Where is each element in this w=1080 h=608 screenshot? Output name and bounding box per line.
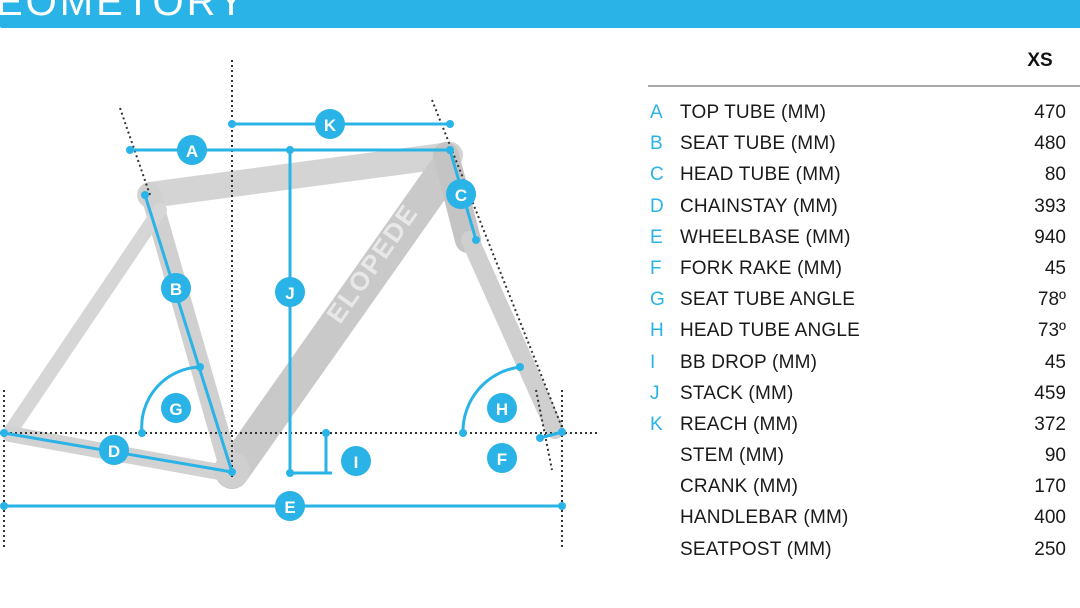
table-row: G SEAT TUBE ANGLE 78º <box>650 284 1080 315</box>
frame-seat-stay <box>3 203 167 439</box>
row-value: 45 <box>1044 351 1066 373</box>
row-label: CHAINSTAY (MM) <box>680 195 838 217</box>
row-value: 73º <box>1037 320 1066 342</box>
row-letter: A <box>650 102 663 123</box>
table-row: K REACH (MM) 372 <box>650 409 1080 440</box>
row-letter: H <box>650 320 664 342</box>
measurement-endpoints <box>0 120 566 510</box>
table-row: A TOP TUBE (MM) 470 <box>650 97 1080 128</box>
row-letter: E <box>650 226 663 248</box>
row-letter: B <box>650 133 663 155</box>
row-value: 400 <box>1034 507 1066 529</box>
frame-down-tube <box>215 153 462 489</box>
svg-text:G: G <box>169 400 182 419</box>
row-value: 170 <box>1034 476 1066 498</box>
row-letter: G <box>650 289 665 311</box>
svg-text:I: I <box>354 453 359 472</box>
table-row: D CHAINSTAY (MM) 393 <box>650 191 1080 222</box>
row-value: 45 <box>1044 257 1066 279</box>
row-letter: I <box>650 351 656 373</box>
marker-a: A <box>177 135 207 165</box>
svg-text:J: J <box>285 284 294 303</box>
table-row: H HEAD TUBE ANGLE 73º <box>650 315 1080 346</box>
svg-text:E: E <box>284 498 295 517</box>
row-value: 372 <box>1034 413 1066 435</box>
marker-k: K <box>315 109 345 139</box>
svg-text:D: D <box>108 442 120 461</box>
svg-text:C: C <box>455 186 467 205</box>
table-row: F FORK RAKE (MM) 45 <box>650 253 1080 284</box>
row-label: CRANK (MM) <box>680 476 799 498</box>
row-label: HANDLEBAR (MM) <box>680 507 849 529</box>
table-row: B SEAT TUBE (MM) 480 <box>650 128 1080 159</box>
svg-text:A: A <box>186 142 198 161</box>
marker-f: F <box>487 443 517 473</box>
row-label: STEM (MM) <box>680 445 785 467</box>
marker-d: D <box>99 435 129 465</box>
frame-top-tube <box>137 142 463 208</box>
frame-geometry-diagram: ELOPEDE <box>0 60 620 608</box>
svg-text:K: K <box>324 116 337 135</box>
row-letter: D <box>650 195 664 217</box>
svg-text:H: H <box>496 400 508 419</box>
table-row: C HEAD TUBE (MM) 80 <box>650 159 1080 190</box>
row-value: 470 <box>1034 102 1066 123</box>
svg-text:F: F <box>497 450 507 469</box>
row-value: 940 <box>1034 226 1066 248</box>
table-row: J STACK (MM) 459 <box>650 378 1080 409</box>
size-column-header: XS <box>1027 50 1053 71</box>
bike-frame: ELOPEDE <box>2 142 564 489</box>
row-label: FORK RAKE (MM) <box>680 257 843 279</box>
table-row: E WHEELBASE (MM) 940 <box>650 222 1080 253</box>
row-label: HEAD TUBE ANGLE <box>680 320 861 342</box>
marker-e: E <box>275 491 305 521</box>
row-letter: J <box>650 382 660 404</box>
geometry-spec-table: A TOP TUBE (MM) 470 B SEAT TUBE (MM) 480… <box>650 97 1080 565</box>
row-value: 78º <box>1037 289 1066 311</box>
svg-text:B: B <box>170 280 182 299</box>
table-row: CRANK (MM) 170 <box>650 471 1080 502</box>
row-value: 80 <box>1044 164 1066 186</box>
table-row: SEATPOST (MM) 250 <box>650 534 1080 565</box>
table-row: STEM (MM) 90 <box>650 440 1080 471</box>
marker-h: H <box>487 393 517 423</box>
marker-b: B <box>161 273 191 303</box>
row-value: 480 <box>1034 133 1066 155</box>
row-label: STACK (MM) <box>680 382 794 404</box>
table-divider <box>648 85 1080 87</box>
row-value: 393 <box>1034 195 1066 217</box>
marker-j: J <box>275 277 305 307</box>
row-label: WHEELBASE (MM) <box>680 226 851 248</box>
row-value: 250 <box>1034 538 1066 560</box>
svg-text:ELOPEDE: ELOPEDE <box>320 198 424 328</box>
row-label: SEAT TUBE ANGLE <box>680 289 856 311</box>
row-letter: F <box>650 257 662 279</box>
table-row: HANDLEBAR (MM) 400 <box>650 502 1080 533</box>
reference-lines <box>0 60 600 550</box>
row-label: SEAT TUBE (MM) <box>680 133 836 155</box>
page-title: EOMETORY <box>0 0 248 24</box>
row-label: BB DROP (MM) <box>680 351 818 373</box>
row-label: HEAD TUBE (MM) <box>680 164 841 186</box>
marker-g: G <box>161 393 191 423</box>
row-letter: C <box>650 164 664 186</box>
row-label: TOP TUBE (MM) <box>680 102 827 123</box>
row-label: REACH (MM) <box>680 413 799 435</box>
header-bar: EOMETORY <box>0 0 1080 28</box>
marker-c: C <box>446 179 476 209</box>
row-value: 90 <box>1044 445 1066 467</box>
row-value: 459 <box>1034 382 1066 404</box>
frame-fork <box>461 231 564 439</box>
row-letter: K <box>650 413 663 435</box>
row-label: SEATPOST (MM) <box>680 538 832 560</box>
marker-i: I <box>341 446 371 476</box>
table-row: I BB DROP (MM) 45 <box>650 347 1080 378</box>
